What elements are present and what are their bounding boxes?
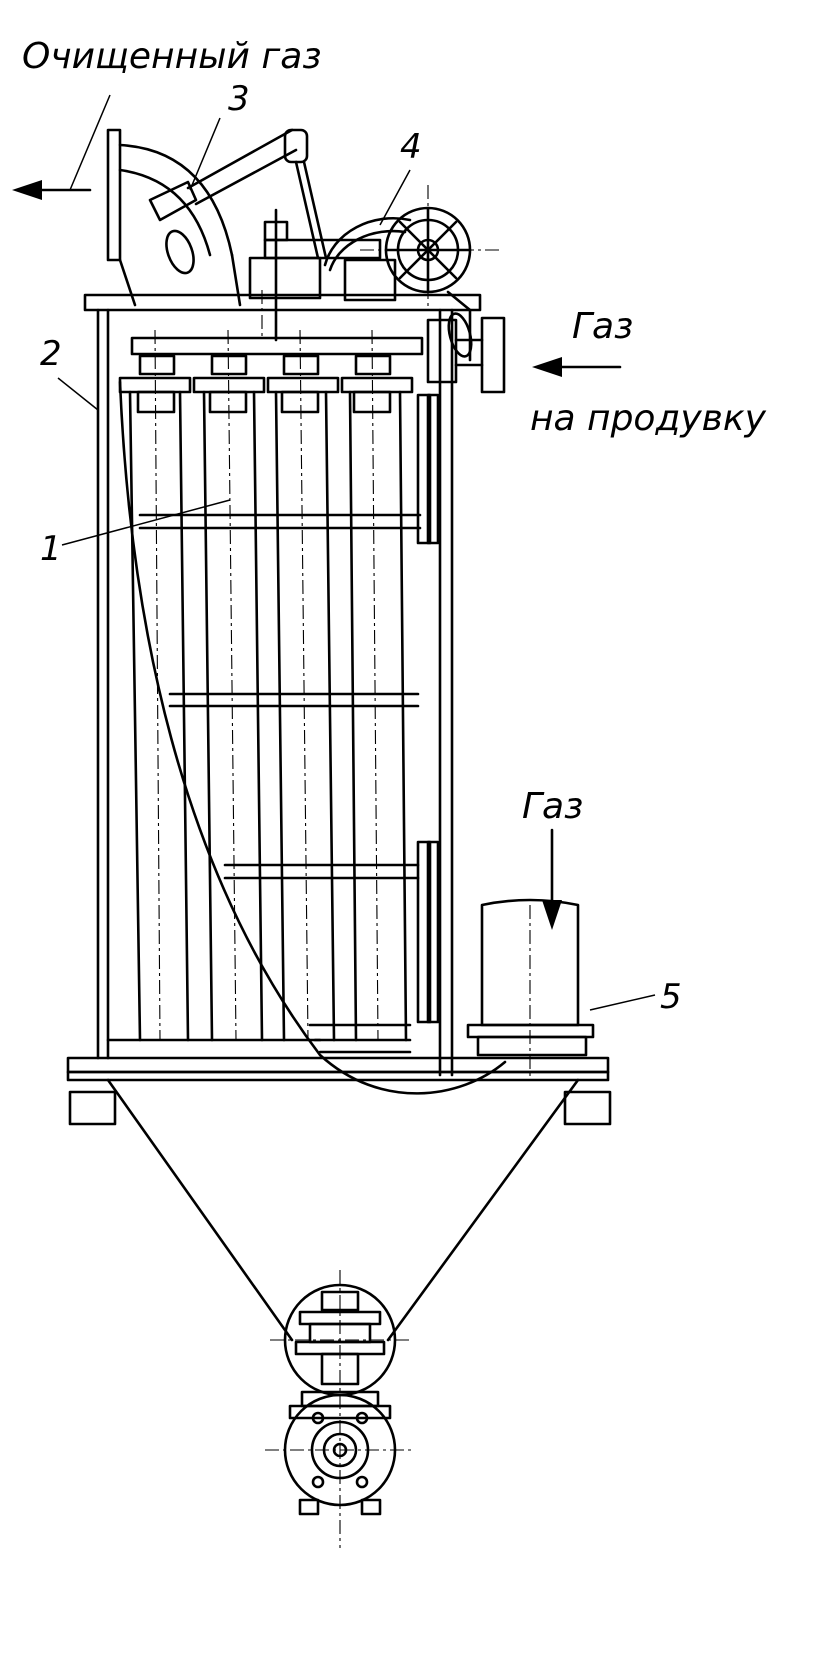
arrow-cleaned-gas <box>12 180 92 200</box>
outlet-pipe <box>106 128 328 307</box>
leader-lines <box>57 94 656 1011</box>
label-purge-gas-line1: Газ <box>572 306 633 347</box>
callout-4: 4 <box>400 127 422 167</box>
sleeve-3 <box>266 354 340 1042</box>
label-inlet-gas: Газ <box>522 786 583 827</box>
arrow-purge-gas <box>532 357 622 377</box>
drive-mechanism <box>248 206 506 394</box>
callout-5: 5 <box>660 977 682 1017</box>
filter-sleeves <box>118 336 507 1095</box>
sleeve-1 <box>118 354 192 1042</box>
label-cleaned-gas: Очищенный газ <box>22 36 322 77</box>
sleeve-axes <box>154 290 379 1041</box>
arrow-inlet-gas <box>542 828 562 930</box>
callout-2: 2 <box>40 334 62 374</box>
hopper <box>106 1078 580 1342</box>
label-purge-gas-line2: на продувку <box>530 398 767 439</box>
sleeve-4 <box>340 354 414 1042</box>
callout-3: 3 <box>228 79 250 119</box>
valve-axes <box>265 1270 415 1548</box>
housing <box>66 293 612 1126</box>
drive-axes <box>360 185 500 310</box>
callout-1: 1 <box>40 529 62 569</box>
